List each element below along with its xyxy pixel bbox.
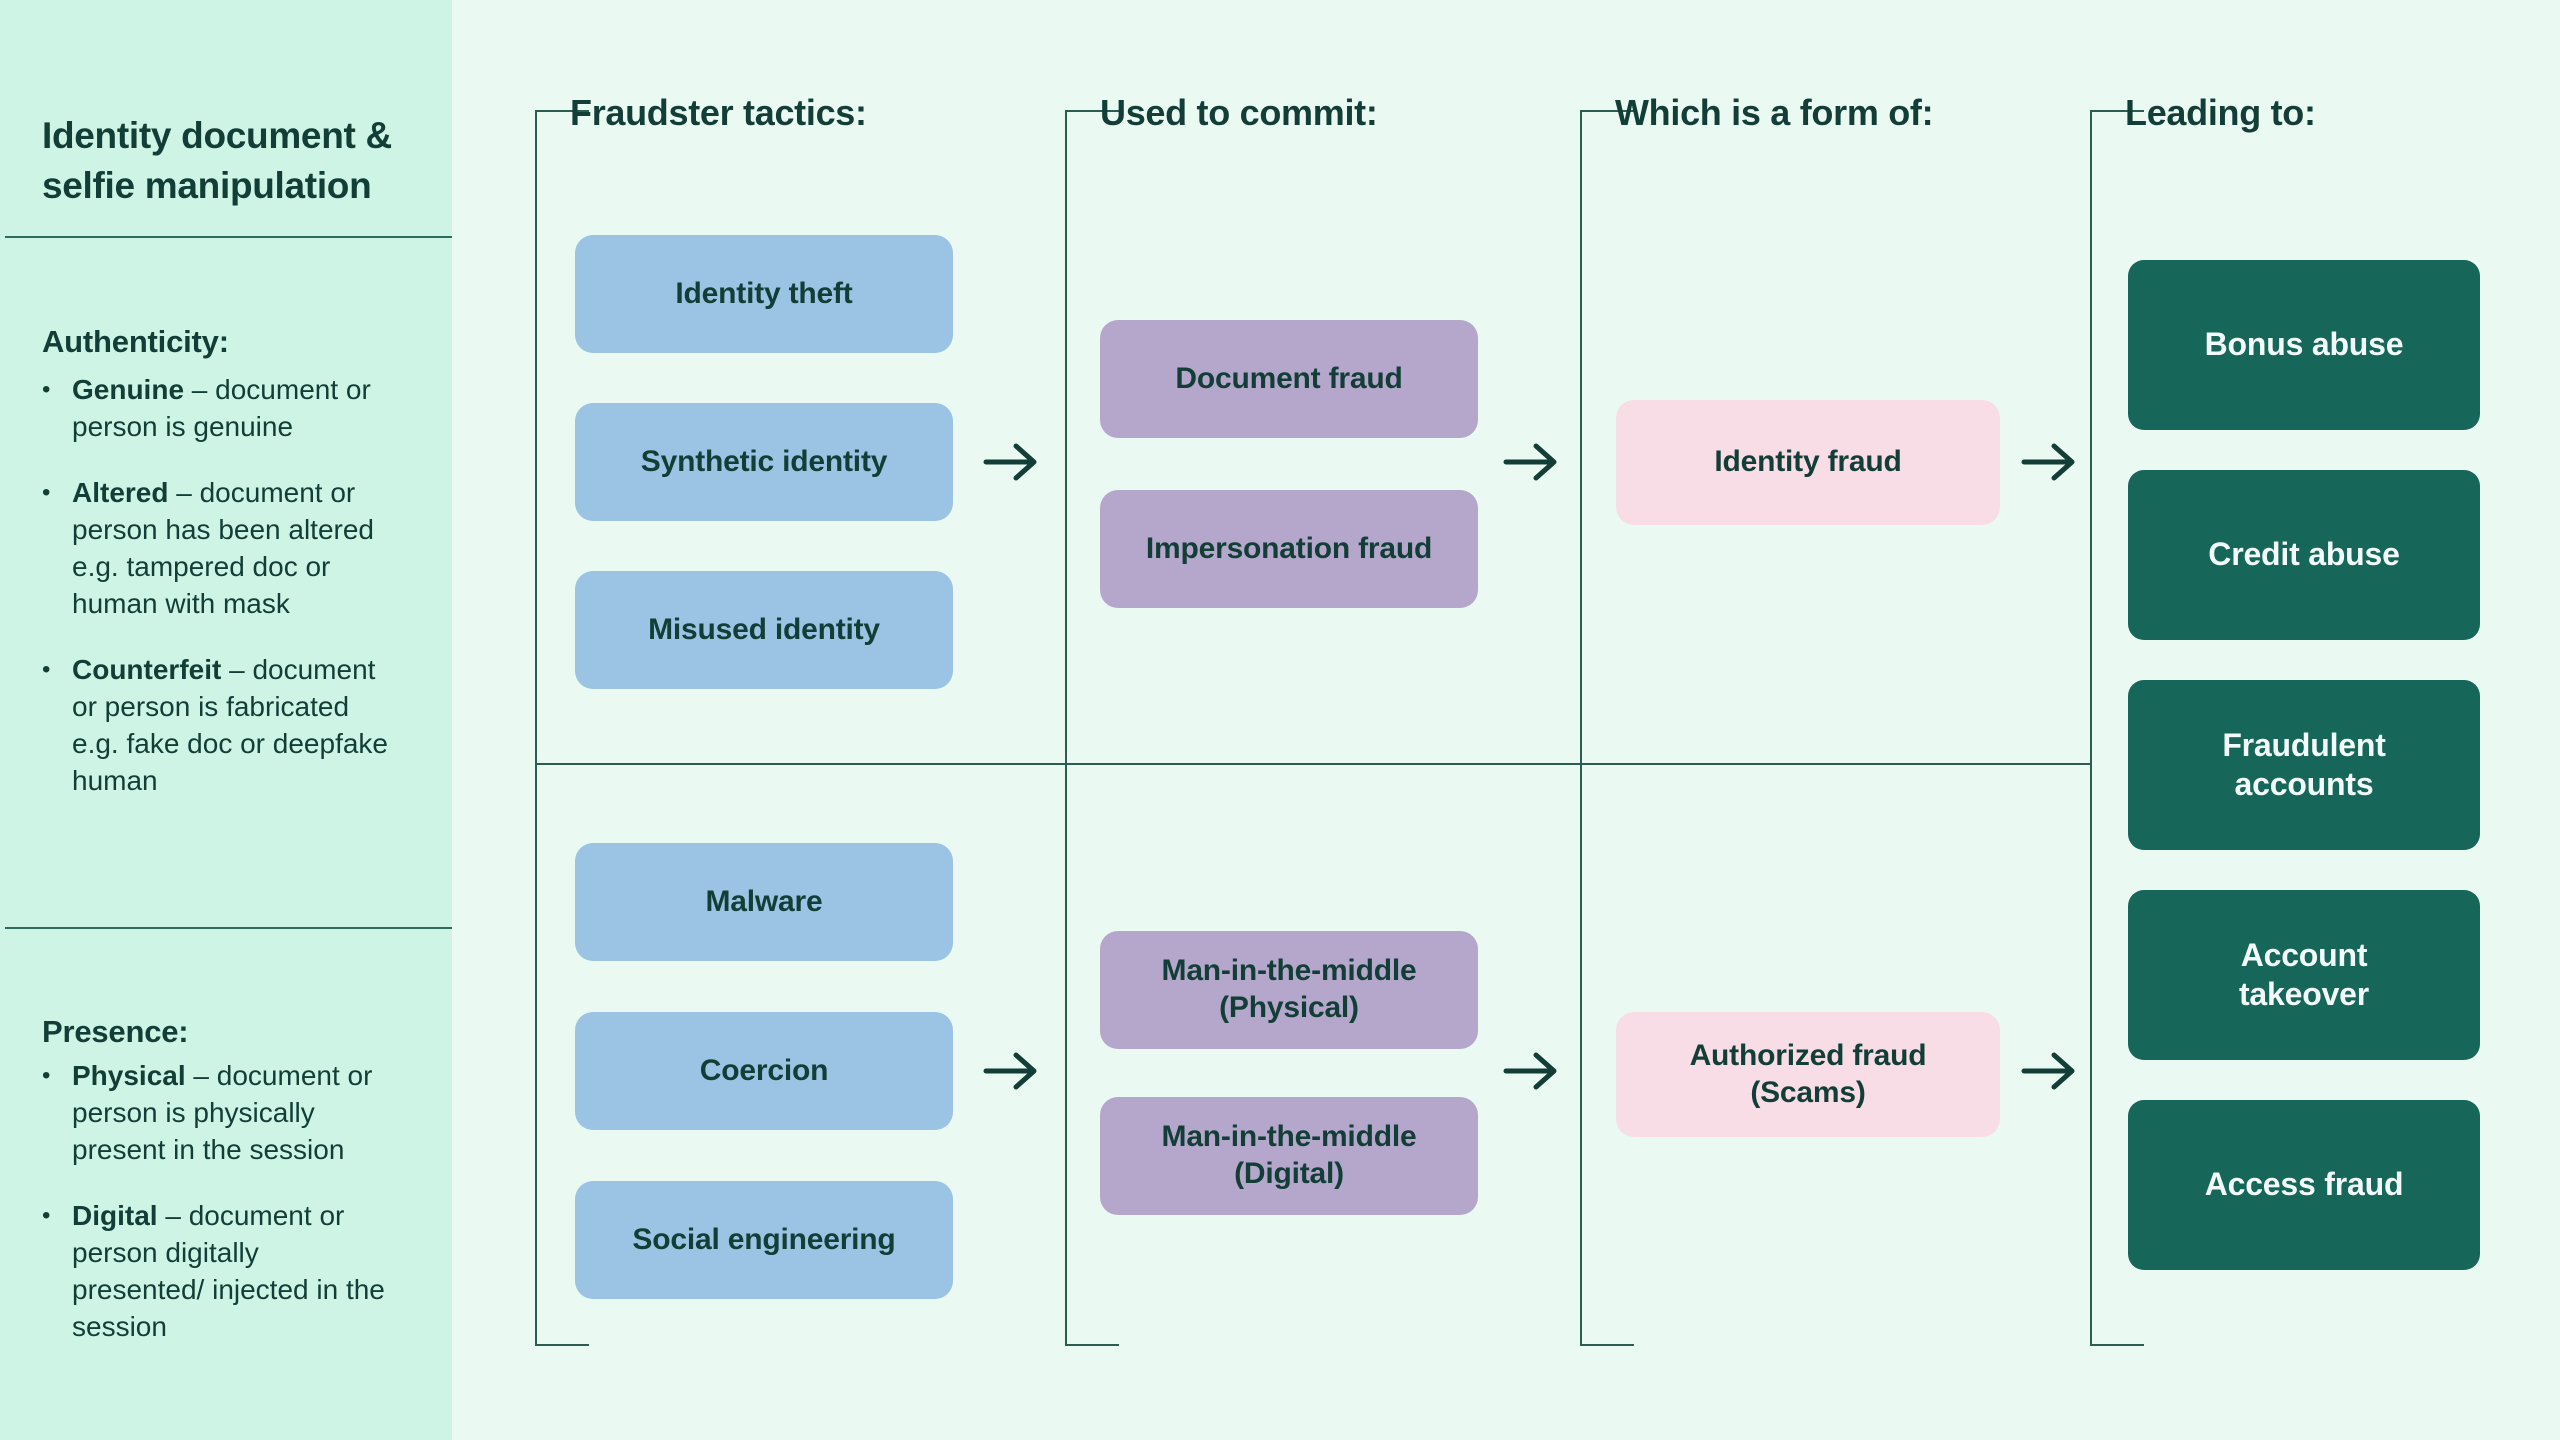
commit-box-mitm-physical: Man-in-the-middle (Physical) <box>1100 931 1478 1049</box>
tactic-box-malware: Malware <box>575 843 953 961</box>
arrow-right-icon <box>983 1049 1039 1093</box>
bullet-item: • Genuine – document or person is genuin… <box>42 372 394 446</box>
commit-box-impersonation-fraud: Impersonation fraud <box>1100 490 1478 608</box>
outcome-box-fraudulent-accounts: Fraudulent accounts <box>2128 680 2480 850</box>
outcome-box-credit-abuse: Credit abuse <box>2128 470 2480 640</box>
column-header-tactics: Fraudster tactics: <box>570 92 867 133</box>
outcome-box-bonus-abuse: Bonus abuse <box>2128 260 2480 430</box>
arrow-right-icon <box>1503 440 1559 484</box>
tactic-box-identity-theft: Identity theft <box>575 235 953 353</box>
arrow-right-icon <box>1503 1049 1559 1093</box>
bullet-text: Genuine – document or person is genuine <box>72 374 371 442</box>
column-bracket-tactics <box>535 110 589 1346</box>
sidebar-divider <box>5 927 452 929</box>
bullet-text: Physical – document or person is physica… <box>72 1060 373 1165</box>
form-box-identity-fraud: Identity fraud <box>1616 400 2000 525</box>
presence-bullet-list: • Physical – document or person is physi… <box>42 1058 394 1375</box>
arrow-right-icon <box>2021 1049 2077 1093</box>
outcome-box-account-takeover: Account takeover <box>2128 890 2480 1060</box>
bullet-dot: • <box>42 478 51 506</box>
arrow-right-icon <box>2021 440 2077 484</box>
bullet-dot: • <box>42 376 51 403</box>
column-bracket-leading <box>2090 110 2144 1346</box>
commit-box-mitm-digital: Man-in-the-middle (Digital) <box>1100 1097 1478 1215</box>
form-box-authorized-fraud: Authorized fraud (Scams) <box>1616 1012 2000 1137</box>
column-header-commit: Used to commit: <box>1100 92 1378 133</box>
bullet-text: Counterfeit – document or person is fabr… <box>72 653 388 796</box>
authenticity-heading: Authenticity: <box>42 323 229 359</box>
column-bracket-form <box>1580 110 1634 1346</box>
bullet-item: • Counterfeit – document or person is fa… <box>42 652 394 800</box>
sidebar-divider <box>5 236 452 238</box>
column-bracket-commit <box>1065 110 1119 1346</box>
tactic-box-coercion: Coercion <box>575 1012 953 1130</box>
bullet-dot: • <box>42 1201 51 1229</box>
commit-box-document-fraud: Document fraud <box>1100 320 1478 438</box>
presence-heading: Presence: <box>42 1013 189 1049</box>
authenticity-bullet-list: • Genuine – document or person is genuin… <box>42 372 394 829</box>
bullet-dot: • <box>42 655 51 683</box>
column-header-form: Which is a form of: <box>1615 92 1934 133</box>
sidebar: Identity document & selfie manipulation … <box>0 0 452 1440</box>
tactic-box-synthetic-identity: Synthetic identity <box>575 403 953 521</box>
bullet-item: • Physical – document or person is physi… <box>42 1058 394 1169</box>
arrow-right-icon <box>983 440 1039 484</box>
tactic-box-social-engineering: Social engineering <box>575 1181 953 1299</box>
bullet-item: • Digital – document or person digitally… <box>42 1198 394 1346</box>
bullet-text: Digital – document or person digitally p… <box>72 1199 385 1342</box>
tactic-box-misused-identity: Misused identity <box>575 571 953 689</box>
sidebar-title: Identity document & selfie manipulation <box>42 114 392 206</box>
outcome-box-access-fraud: Access fraud <box>2128 1100 2480 1270</box>
bullet-text: Altered – document or person has been al… <box>72 476 374 619</box>
bullet-item: • Altered – document or person has been … <box>42 475 394 623</box>
group-divider-line <box>536 763 2090 765</box>
column-header-leading: Leading to: <box>2125 92 2316 133</box>
bullet-dot: • <box>42 1062 51 1089</box>
